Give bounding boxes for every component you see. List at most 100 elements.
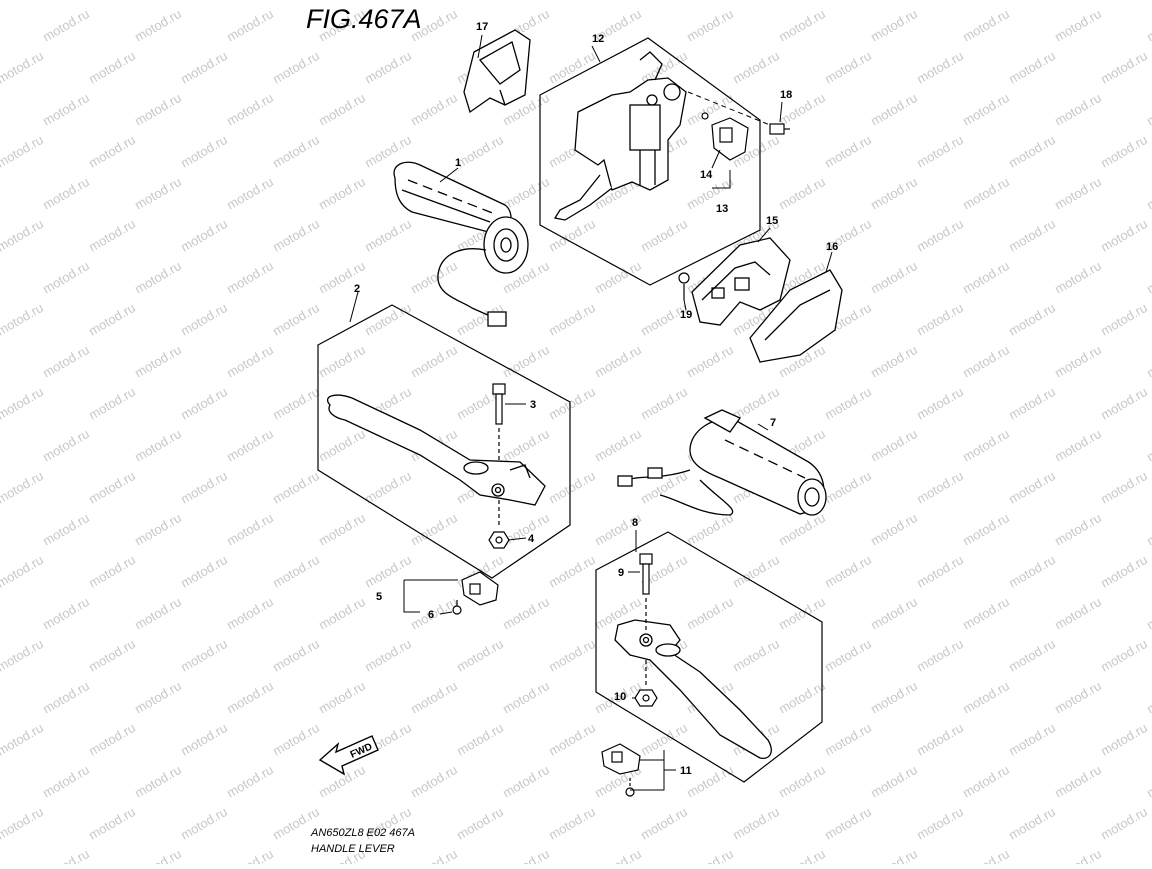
watermark-text: motod.ru [868,678,920,717]
watermark-text: motod.ru [408,678,460,717]
watermark-text: motod.ru [776,6,828,45]
watermark-text: motod.ru [1006,384,1058,423]
watermark-text: motod.ru [1098,384,1150,423]
watermark-text: motod.ru [178,636,230,675]
watermark-text: motod.ru [316,678,368,717]
watermark-text: motod.ru [408,342,460,381]
watermark-text: motod.ru [1098,300,1150,339]
watermark-text: motod.ru [592,846,644,864]
callout-19: 19 [680,309,692,321]
watermark-text: motod.ru [270,48,322,87]
leader-line [687,91,771,126]
watermark-text: motod.ru [224,90,276,129]
watermark-text: motod.ru [960,258,1012,297]
watermark-text: motod.ru [500,678,552,717]
watermark-text: motod.ru [1006,804,1058,843]
leader-lines [349,34,833,791]
watermark-text: motod.ru [592,426,644,465]
model-code: AN650ZL8 E02 467A [311,827,415,839]
watermark-text: motod.ru [0,300,46,339]
watermark-text: motod.ru [1052,426,1104,465]
watermark-text: motod.ru [362,552,414,591]
watermark-text: motod.ru [0,0,46,3]
watermark-text: motod.ru [40,90,92,129]
watermark-text: motod.ru [178,0,230,3]
callout-17: 17 [476,21,488,33]
watermark-text: motod.ru [960,90,1012,129]
watermark-text: motod.ru [40,510,92,549]
part-10-nut [634,689,658,707]
watermark-text: motod.ru [86,216,138,255]
callout-6: 6 [428,609,434,621]
watermark-text: motod.ru [1052,762,1104,801]
watermark-text: motod.ru [960,678,1012,717]
watermark-text: motod.ru [730,636,782,675]
watermark-text: motod.ru [178,132,230,171]
part-2-lever [327,394,546,506]
watermark-text: motod.ru [362,0,414,3]
watermark-text: motod.ru [270,720,322,759]
watermark-text: motod.ru [960,174,1012,213]
part-7-grip [617,409,827,516]
callout-13: 13 [716,203,728,215]
watermark-text: motod.ru [316,342,368,381]
watermark-text: motod.ru [132,762,184,801]
watermark-text: motod.ru [776,678,828,717]
callout-labels: 17 12 18 1 14 13 15 16 2 19 3 7 8 4 9 5 … [354,21,838,777]
watermark-text: motod.ru [1006,636,1058,675]
watermark-text: motod.ru [914,384,966,423]
watermark-text: motod.ru [1052,846,1104,864]
watermark-text: motod.ru [132,594,184,633]
part-18-screw [769,123,790,135]
watermark-text: motod.ru [500,846,552,864]
watermark-text: motod.ru [178,384,230,423]
watermark-text: motod.ru [40,678,92,717]
watermark-text: motod.ru [914,132,966,171]
watermark-text: motod.ru [1052,174,1104,213]
watermark-text: motod.ru [408,762,460,801]
callout-18: 18 [780,89,792,101]
watermark-text: motod.ru [362,300,414,339]
part-9-bolt [639,553,653,686]
watermark-text: motod.ru [546,552,598,591]
watermark-text: motod.ru [822,384,874,423]
watermark-text: motod.ru [684,762,736,801]
watermark-text: motod.ru [0,552,46,591]
section-name: HANDLE LEVER [311,843,395,855]
watermark-text: motod.ru [178,300,230,339]
watermark-text: motod.ru [730,0,782,3]
watermark-text: motod.ru [86,468,138,507]
watermark-text: motod.ru [86,636,138,675]
watermark-text: motod.ru [0,468,46,507]
part-8-lever [614,619,772,759]
watermark-text: motod.ru [362,48,414,87]
watermark-text: motod.ru [1144,90,1152,129]
group-box-12 [539,37,761,286]
callout-9: 9 [618,567,624,579]
watermark-text: motod.ru [40,6,92,45]
watermark-text: motod.ru [316,426,368,465]
callout-15: 15 [766,215,778,227]
watermark-text: motod.ru [132,258,184,297]
watermark-text: motod.ru [224,678,276,717]
watermark-text: motod.ru [224,846,276,864]
watermark-text: motod.ru [316,90,368,129]
watermark-text: motod.ru [914,216,966,255]
watermark-text: motod.ru [132,846,184,864]
callout-5: 5 [376,591,382,603]
watermark-text: motod.ru [40,594,92,633]
watermark-text: motod.ru [0,804,46,843]
watermark-text: motod.ru [40,762,92,801]
watermark-text: motod.ru [1006,300,1058,339]
watermark-text: motod.ru [1052,594,1104,633]
watermark-text: motod.ru [0,216,46,255]
watermark-text: motod.ru [178,468,230,507]
watermark-text: motod.ru [868,594,920,633]
watermark-text: motod.ru [500,342,552,381]
watermark-text: motod.ru [914,804,966,843]
part-12-bracket [553,51,687,221]
watermark-text: motod.ru [1052,258,1104,297]
watermark-text: motod.ru [546,300,598,339]
watermark-text: motod.ru [1144,762,1152,801]
